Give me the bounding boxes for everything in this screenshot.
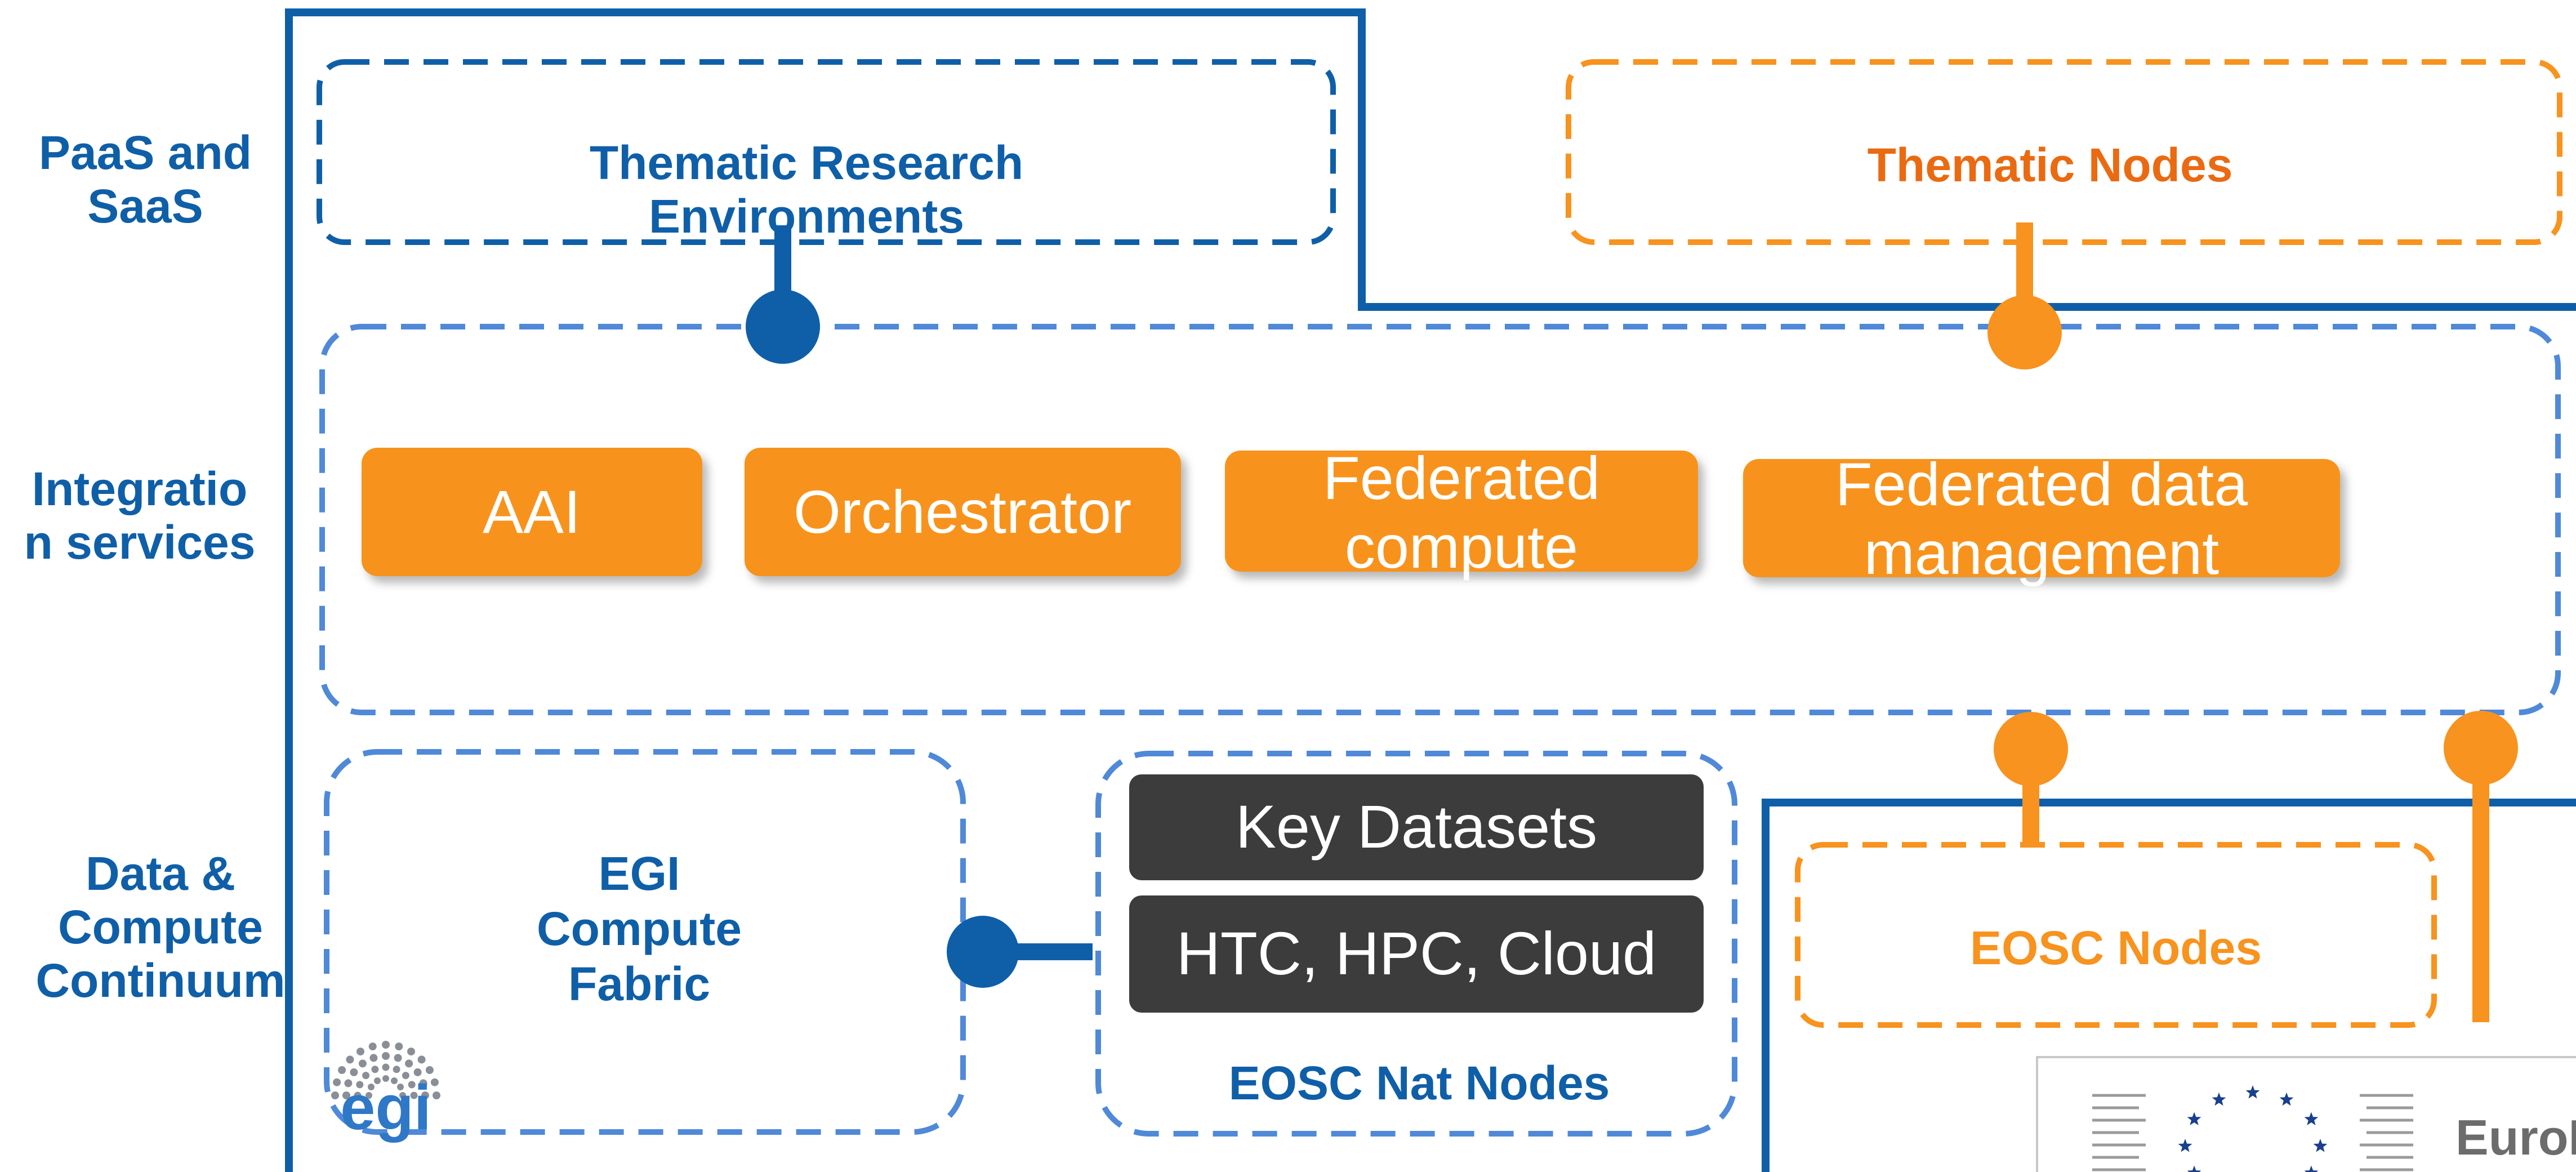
integration-services-box <box>319 324 2561 715</box>
egi-logo-dot <box>333 1078 341 1086</box>
egi-logo-dot <box>382 1075 389 1082</box>
egi-logo-dot <box>407 1048 415 1056</box>
eu-star <box>2313 1139 2328 1152</box>
egi-logo-dot <box>399 1092 406 1099</box>
egi-logo-dot <box>382 1063 390 1071</box>
eu-star <box>2178 1139 2192 1152</box>
egi-logo-dot <box>410 1091 418 1099</box>
key-datasets-box: Key Datasets <box>1129 774 1704 880</box>
egi-logo-dot <box>356 1081 364 1089</box>
egi-logo-dot <box>346 1055 354 1064</box>
egi-logo-dot <box>371 1066 379 1073</box>
egi-logo-text: egi <box>340 1072 431 1143</box>
egi-logo-dot <box>395 1042 403 1051</box>
eu-star <box>2212 1092 2226 1106</box>
egi-logo-dot <box>350 1068 358 1076</box>
eu-star <box>2187 1165 2201 1172</box>
thematic-nodes-connector-dot <box>1987 295 2062 369</box>
egi-logo-dot <box>397 1084 404 1090</box>
egi-logo-dot <box>338 1066 346 1074</box>
egi-logo-dot <box>393 1066 400 1073</box>
egi-logo-dot <box>405 1059 413 1068</box>
egi-logo-dot <box>425 1066 434 1074</box>
egi-logo-dot <box>374 1077 381 1084</box>
svg-text:Key Datasets: Key Datasets <box>1236 792 1597 861</box>
eosc-region-outline <box>1762 799 2576 1172</box>
eu-star <box>2304 1165 2319 1172</box>
egi-logo-dot <box>331 1091 339 1099</box>
service-orchestrator: Orchestrator <box>745 448 1181 576</box>
htc-hpc-cloud-box: HTC, HPC, Cloud <box>1129 895 1704 1013</box>
egi-logo-dot <box>362 1072 370 1080</box>
egi-logo-dot <box>369 1054 378 1062</box>
eu-stars-emblem-icon <box>2092 1085 2413 1172</box>
fabric-connector-dot <box>947 916 1019 988</box>
eu-star <box>2279 1092 2294 1106</box>
service-aai: AAI <box>362 448 702 576</box>
eosc-nat-nodes-title: EOSC Nat Nodes <box>1229 1057 1610 1109</box>
egi-logo-dot <box>356 1048 364 1056</box>
svg-text:AAI: AAI <box>483 478 581 546</box>
eurohpc-logo-text: EuroH <box>2455 1109 2576 1165</box>
eu-star <box>2187 1112 2201 1125</box>
egi-logo-dot <box>382 1052 390 1060</box>
egi-logo-dot <box>421 1091 429 1099</box>
egi-logo-dot <box>408 1081 416 1089</box>
egi-logo-dot <box>430 1078 439 1086</box>
egi-logo-dot <box>382 1041 390 1049</box>
egi-logo-dot <box>391 1077 398 1084</box>
eurohpc-connector-dot <box>2444 711 2518 785</box>
eurohpc-logo: EuroH <box>2036 1056 2576 1172</box>
egi-logo-dot <box>368 1042 377 1051</box>
egi-logo: egi <box>331 1041 440 1143</box>
tre-connector-dot <box>746 289 820 364</box>
svg-text:Orchestrator: Orchestrator <box>794 478 1131 546</box>
egi-logo-dot <box>368 1084 375 1090</box>
egi-logo-dot <box>344 1079 353 1088</box>
egi-logo-dot <box>402 1072 409 1080</box>
egi-dots-logo-icon <box>331 1041 440 1099</box>
egi-logo-dot <box>394 1054 402 1062</box>
egi-logo-dot <box>342 1091 350 1099</box>
egi-logo-dot <box>419 1079 427 1088</box>
eu-star <box>2304 1112 2319 1125</box>
eu-star <box>2245 1085 2260 1099</box>
egi-logo-dot <box>417 1055 426 1064</box>
egi-logo-dot <box>366 1092 372 1099</box>
thematic-research-environments-box <box>317 59 1336 245</box>
eosc-nat-nodes-box <box>1095 751 1737 1137</box>
egi-region-outline <box>285 8 2576 1172</box>
svg-text:HTC, HPC, Cloud: HTC, HPC, Cloud <box>1176 919 1656 987</box>
thematic-nodes-box <box>1566 59 2562 245</box>
egi-logo-dot <box>358 1059 367 1068</box>
egi-logo-dot <box>413 1068 422 1076</box>
egi-logo-dot <box>433 1091 440 1099</box>
eosc-nodes-box <box>1795 842 2437 1028</box>
thematic-nodes-title: Thematic Nodes <box>1868 139 2233 191</box>
eosc-nodes-connector-dot <box>1994 712 2068 786</box>
eosc-nodes-title: EOSC Nodes <box>1970 921 2262 974</box>
egi-logo-dot <box>354 1091 362 1099</box>
